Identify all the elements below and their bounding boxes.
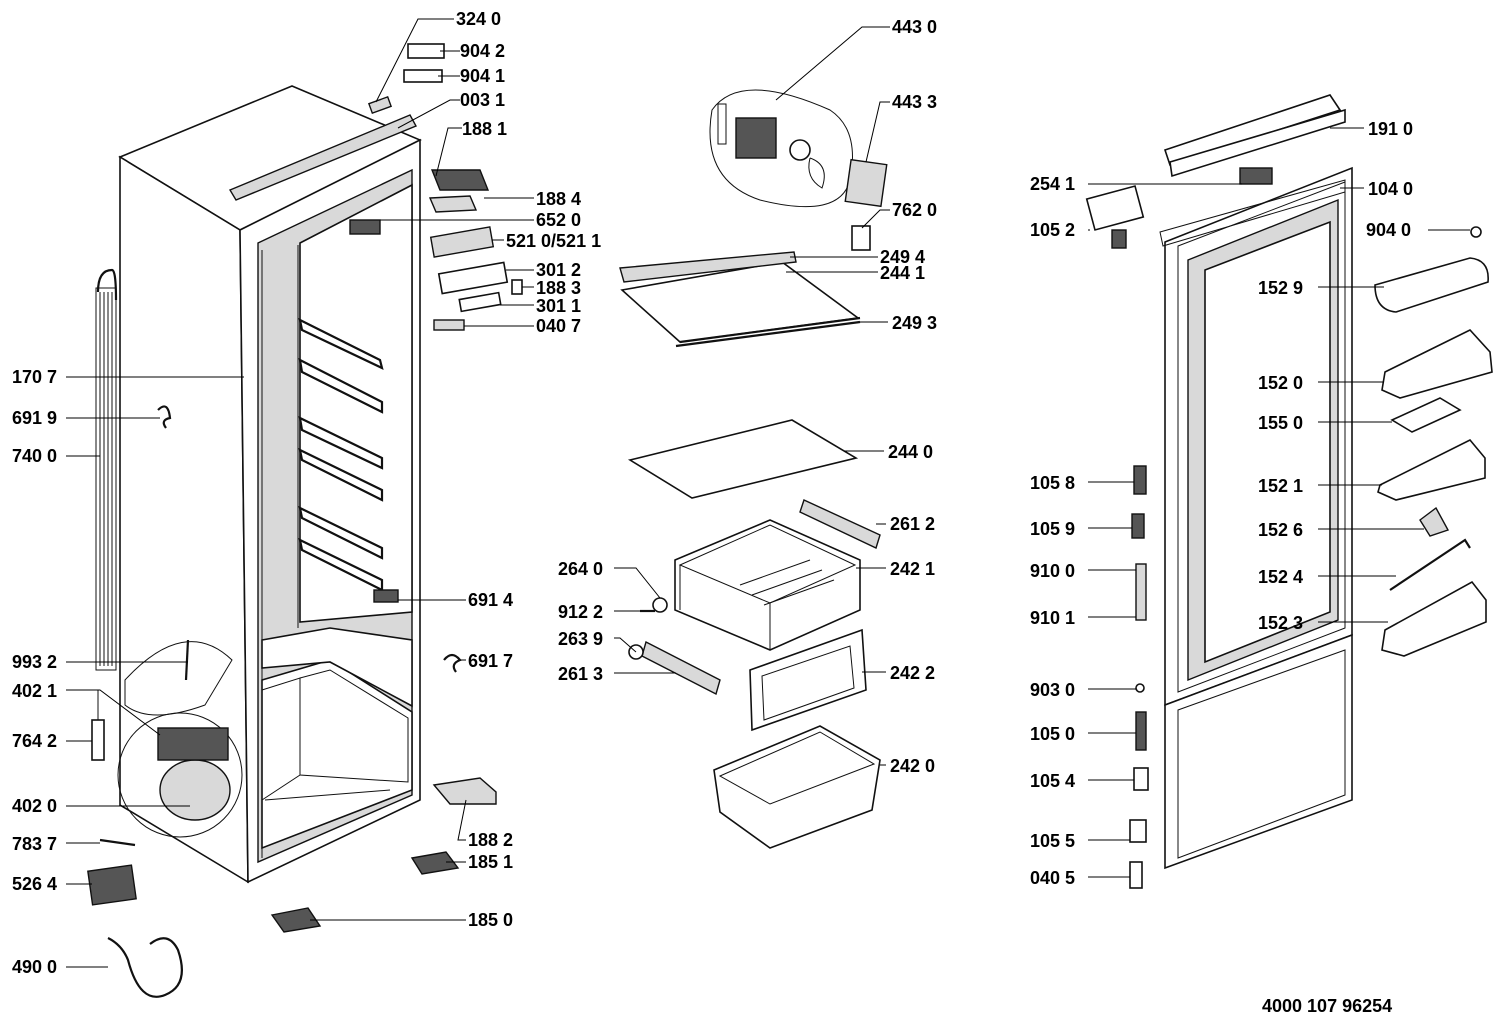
callout-152-1: 152 1 (1258, 476, 1303, 496)
callout-155-0: 155 0 (1258, 413, 1303, 433)
callout-912-2: 912 2 (558, 602, 603, 622)
callout-249-3: 249 3 (892, 313, 937, 333)
callout-152-6: 152 6 (1258, 520, 1303, 540)
callout-152-3: 152 3 (1258, 613, 1303, 633)
callout-740-0: 740 0 (12, 446, 57, 466)
callout-764-2: 764 2 (12, 731, 57, 751)
callout-242-0: 242 0 (890, 756, 935, 776)
callout-152-4: 152 4 (1258, 567, 1303, 587)
callout-402-1: 402 1 (12, 681, 57, 701)
callout-691-4: 691 4 (468, 590, 513, 610)
callout-105-2: 105 2 (1030, 220, 1075, 240)
callout-244-1: 244 1 (880, 263, 925, 283)
middle-parts (619, 89, 888, 849)
refrigerator-door (1159, 94, 1353, 870)
callout-443-0: 443 0 (892, 17, 937, 37)
callout-910-1: 910 1 (1030, 608, 1075, 628)
callout-105-4: 105 4 (1030, 771, 1075, 791)
drawing-number: 4000 107 96254 (1262, 996, 1392, 1016)
callout-261-2: 261 2 (890, 514, 935, 534)
callout-242-2: 242 2 (890, 663, 935, 683)
callout-904-1: 904 1 (460, 66, 505, 86)
callout-188-3: 188 3 (536, 278, 581, 298)
callout-762-0: 762 0 (892, 200, 937, 220)
callout-104-0: 104 0 (1368, 179, 1413, 199)
refrigerator-cabinet (95, 85, 422, 884)
callout-105-5: 105 5 (1030, 831, 1075, 851)
callout-301-2: 301 2 (536, 260, 581, 280)
callout-003-1: 003 1 (460, 90, 505, 110)
callout-324-0: 324 0 (456, 9, 501, 29)
callout-249-4: 249 4 (880, 247, 925, 267)
callout-903-0: 903 0 (1030, 680, 1075, 700)
leader-lines (66, 18, 1470, 968)
callout-105-9: 105 9 (1030, 519, 1075, 539)
callout-105-8: 105 8 (1030, 473, 1075, 493)
callout-152-9: 152 9 (1258, 278, 1303, 298)
callout-254-1: 254 1 (1030, 174, 1075, 194)
callout-904-0: 904 0 (1366, 220, 1411, 240)
callout-264-0: 264 0 (558, 559, 603, 579)
callout-263-9: 263 9 (558, 629, 603, 649)
callout-691-9: 691 9 (12, 408, 57, 428)
callout-labels: 324 0 904 2 904 1 003 1 188 1 188 4 652 … (12, 9, 1413, 1016)
callout-904-2: 904 2 (460, 41, 505, 61)
callout-040-7: 040 7 (536, 316, 581, 336)
callout-188-1: 188 1 (462, 119, 507, 139)
callout-152-0: 152 0 (1258, 373, 1303, 393)
callout-261-3: 261 3 (558, 664, 603, 684)
callout-301-1: 301 1 (536, 296, 581, 316)
callout-105-0: 105 0 (1030, 724, 1075, 744)
callout-185-0: 185 0 (468, 910, 513, 930)
callout-188-2: 188 2 (468, 830, 513, 850)
callout-652-0: 652 0 (536, 210, 581, 230)
callout-040-5: 040 5 (1030, 868, 1075, 888)
callout-188-4: 188 4 (536, 189, 581, 209)
callout-691-7: 691 7 (468, 651, 513, 671)
callout-191-0: 191 0 (1368, 119, 1413, 139)
callout-521-0-521-1: 521 0/521 1 (506, 231, 601, 251)
callout-783-7: 783 7 (12, 834, 57, 854)
callout-490-0: 490 0 (12, 957, 57, 977)
callout-402-0: 402 0 (12, 796, 57, 816)
callout-185-1: 185 1 (468, 852, 513, 872)
callout-244-0: 244 0 (888, 442, 933, 462)
callout-443-3: 443 3 (892, 92, 937, 112)
callout-993-2: 993 2 (12, 652, 57, 672)
callout-170-7: 170 7 (12, 367, 57, 387)
callout-242-1: 242 1 (890, 559, 935, 579)
door-bins-and-parts (1085, 167, 1493, 889)
callout-526-4: 526 4 (12, 874, 57, 894)
cabinet-small-parts (87, 43, 523, 998)
callout-910-0: 910 0 (1030, 561, 1075, 581)
